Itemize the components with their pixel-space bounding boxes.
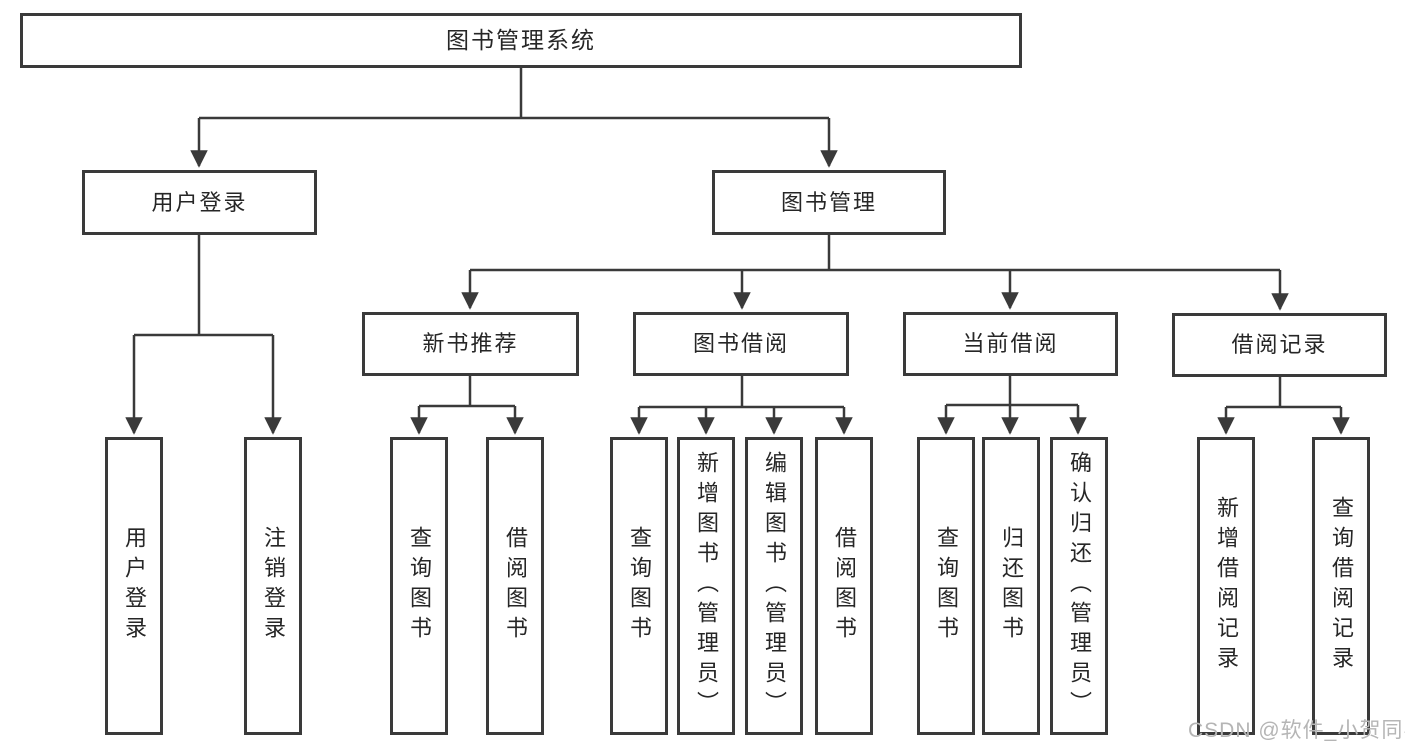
node-current-borrow: 当前借阅 — [903, 312, 1118, 376]
node-leaf-borrow-edit-book-admin: 编辑图书（管理员） — [745, 437, 803, 735]
node-leaf-borrow-add-book-admin: 新增图书（管理员） — [677, 437, 735, 735]
node-leaf-logout: 注销登录 — [244, 437, 302, 735]
node-leaf-borrow-query-book: 查询图书 — [610, 437, 668, 735]
node-leaf-records-add-record: 新增借阅记录 — [1197, 437, 1255, 735]
node-leaf-recommend-query-book: 查询图书 — [390, 437, 448, 735]
node-leaf-current-query-book: 查询图书 — [917, 437, 975, 735]
csdn-watermark: CSDN @软件_小贺同学 — [1188, 719, 1405, 742]
node-leaf-records-query-record: 查询借阅记录 — [1312, 437, 1370, 735]
node-leaf-user-login: 用户登录 — [105, 437, 163, 735]
node-root: 图书管理系统 — [20, 13, 1022, 68]
node-book-borrow: 图书借阅 — [633, 312, 849, 376]
node-book-management: 图书管理 — [712, 170, 946, 235]
node-borrow-records: 借阅记录 — [1172, 313, 1387, 377]
node-leaf-current-return-book: 归还图书 — [982, 437, 1040, 735]
node-leaf-borrow-borrow-book: 借阅图书 — [815, 437, 873, 735]
node-leaf-recommend-borrow-book: 借阅图书 — [486, 437, 544, 735]
node-new-book-recommend: 新书推荐 — [362, 312, 579, 376]
node-leaf-current-confirm-return-admin: 确认归还（管理员） — [1050, 437, 1108, 735]
node-user-login: 用户登录 — [82, 170, 317, 235]
